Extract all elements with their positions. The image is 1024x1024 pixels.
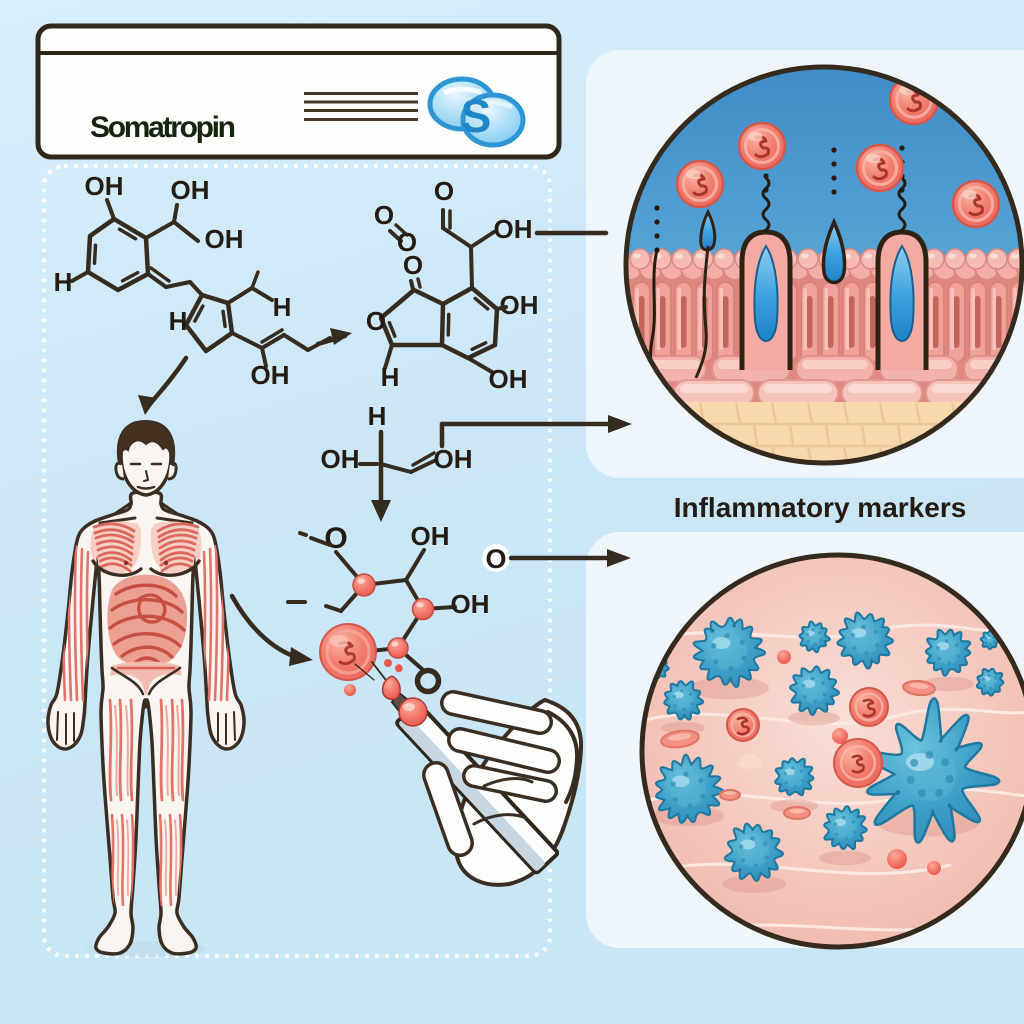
svg-text:OH: OH <box>85 171 124 201</box>
svg-text:OH: OH <box>451 589 490 619</box>
svg-text:OH: OH <box>500 290 539 320</box>
svg-text:O: O <box>434 176 454 206</box>
svg-text:OH: OH <box>321 444 360 474</box>
svg-text:O: O <box>324 522 347 555</box>
svg-text:OH: OH <box>411 521 450 551</box>
svg-text:O: O <box>366 306 386 336</box>
svg-text:OH: OH <box>251 360 290 390</box>
svg-text:H: H <box>169 306 188 336</box>
svg-text:OH: OH <box>489 364 528 394</box>
svg-text:O: O <box>374 200 394 230</box>
svg-text:H: H <box>273 292 292 322</box>
svg-text:O: O <box>403 250 423 280</box>
svg-text:O: O <box>397 227 417 257</box>
svg-text:H: H <box>381 362 400 392</box>
svg-text:H: H <box>54 267 73 297</box>
svg-text:Somatropin: Somatropin <box>90 111 236 144</box>
svg-text:O: O <box>485 544 506 574</box>
svg-text:Inflammatory markers: Inflammatory markers <box>674 492 967 523</box>
svg-text:S: S <box>461 90 492 142</box>
svg-text:OH: OH <box>171 175 210 205</box>
svg-text:OH: OH <box>494 214 533 244</box>
svg-text:OH: OH <box>205 224 244 254</box>
svg-text:OH: OH <box>434 444 473 474</box>
svg-text:H: H <box>368 401 387 431</box>
